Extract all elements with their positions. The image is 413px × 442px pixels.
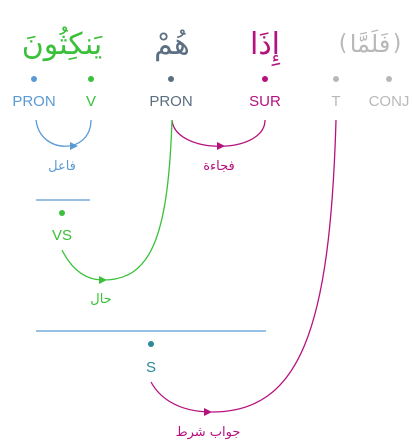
tag-sur: SUR: [249, 93, 281, 110]
arc-fael: [35, 119, 92, 147]
word-hum: هُمْ: [154, 27, 190, 62]
tag-pron-1: PRON: [12, 93, 55, 110]
arrowhead-hal: [99, 276, 107, 284]
arrowhead-jawab-shart: [204, 408, 212, 416]
paren-close: (: [339, 31, 348, 56]
word-yankuthun: يَنكِثُونَ: [22, 26, 103, 62]
tag-pron-2: PRON: [149, 93, 192, 110]
word-yankuthun-text: يَنكِثُونَ: [22, 26, 103, 62]
tag-vs: VS: [52, 227, 72, 244]
arc-hal: [61, 119, 173, 281]
dot-v: [88, 76, 94, 82]
dot-s: [148, 341, 154, 347]
dot-pron-1: [31, 76, 37, 82]
rel-hal: حال: [90, 292, 111, 307]
arrowhead-fujaa: [217, 142, 225, 150]
paren-open: ): [393, 31, 402, 56]
dot-vs: [59, 210, 65, 216]
tag-s: S: [146, 359, 156, 376]
dot-t: [333, 76, 339, 82]
arc-fael-arrow: [38, 120, 74, 146]
arc-fujaa: [171, 119, 266, 147]
dot-sur: [262, 76, 268, 82]
tag-conj: CONJ: [369, 93, 410, 110]
rel-fujaa: فجاءة: [203, 159, 235, 174]
word-itha: إِذَا: [250, 27, 280, 67]
arc-jawab-shart: [150, 119, 337, 413]
rel-fael: فاعل: [48, 159, 76, 174]
rel-jawab-shart: جواب شرط: [176, 425, 241, 440]
word-falamma: فَلَمَّا: [350, 30, 391, 58]
tag-v: V: [86, 93, 96, 110]
tag-t: T: [331, 93, 340, 110]
dot-conj: [386, 76, 392, 82]
arrowhead-fael: [70, 142, 78, 150]
dot-pron-2: [168, 76, 174, 82]
